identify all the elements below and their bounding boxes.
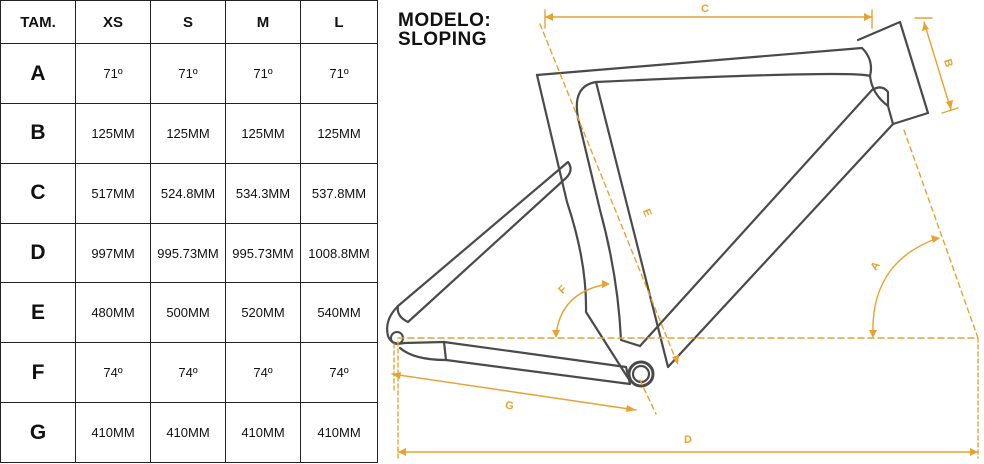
header-s: S [150, 0, 226, 45]
model-title-line1: MODELO: [398, 10, 492, 31]
header-xs: XS [75, 0, 151, 45]
table-cell: 540MM [300, 282, 378, 344]
table-row: G 410MM 410MM 410MM 410MM [0, 402, 378, 463]
table-cell: 74º [150, 342, 226, 404]
down-tube-lower [594, 80, 895, 369]
dimension-e-extension [639, 379, 657, 415]
bottom-bracket-inner [631, 364, 651, 384]
table-cell: 524.8MM [150, 162, 226, 224]
seat-stay [396, 160, 572, 324]
table-cell: 74º [75, 342, 151, 404]
table-cell: 500MM [150, 282, 226, 344]
table-cell: 125MM [75, 102, 151, 164]
dimension-b [923, 21, 952, 111]
row-label: A [0, 43, 76, 104]
table-cell: 125MM [225, 102, 301, 164]
label-c: C [701, 3, 709, 15]
arrow-e-bottom [672, 355, 679, 365]
arrow-d-right [970, 448, 978, 456]
head-angle-line [903, 129, 979, 339]
table-cell: 410MM [225, 402, 301, 463]
arrow-b-bottom [946, 100, 953, 110]
label-a: A [868, 260, 882, 273]
arrow-f-bottom [552, 330, 560, 338]
model-title-line2: SLOPING [398, 29, 488, 50]
seat-tube [535, 73, 630, 380]
header-l: L [300, 0, 378, 45]
arrow-d-left [398, 448, 406, 456]
arrow-c-right [864, 13, 872, 21]
arrow-g-left [392, 372, 401, 379]
table-cell: 410MM [150, 402, 226, 463]
table-cell: 410MM [300, 402, 378, 463]
row-label: E [0, 282, 76, 344]
chain-stay [398, 340, 632, 386]
label-f: F [556, 283, 569, 296]
table-cell: 71º [225, 43, 301, 104]
label-b: B [941, 58, 955, 69]
table-cell: 125MM [150, 102, 226, 164]
table-cell: 995.73MM [225, 222, 301, 284]
header-m: M [225, 0, 301, 45]
table-cell: 410MM [75, 402, 151, 463]
table-row: D 997MM 995.73MM 995.73MM 1008.8MM [0, 222, 378, 284]
label-g: G [504, 399, 514, 412]
header-size: TAM. [0, 0, 76, 45]
bottom-bracket [627, 360, 655, 388]
arrow-g-right [626, 405, 636, 412]
table-cell: 1008.8MM [300, 222, 378, 284]
dimension-b-tick [941, 107, 959, 114]
down-tube [638, 86, 890, 348]
chain-stay-joint [442, 340, 448, 362]
arrow-c-left [545, 13, 553, 21]
dimension-lines [391, 9, 979, 459]
table-row: E 480MM 500MM 520MM 540MM [0, 282, 378, 344]
arrow-a-bottom [869, 330, 877, 338]
dimension-g [391, 373, 637, 411]
label-d: D [684, 434, 692, 446]
angle-f-arc [555, 283, 609, 337]
table-cell: 125MM [300, 102, 378, 164]
row-label: C [0, 162, 76, 224]
geometry-size-table: TAM. XS S M L A 71º 71º 71º 71º B 125MM … [0, 0, 378, 463]
table-cell: 534.3MM [225, 162, 301, 224]
table-row: B 125MM 125MM 125MM 125MM [0, 102, 378, 164]
table-cell: 480MM [75, 282, 151, 344]
top-tube [535, 46, 873, 84]
frame-geometry-diagram: C B E A F G D [386, 3, 979, 459]
table-cell: 997MM [75, 222, 151, 284]
row-label: G [0, 402, 76, 463]
table-cell: 71º [75, 43, 151, 104]
table-cell: 71º [150, 43, 226, 104]
table-cell: 74º [225, 342, 301, 404]
bike-frame [386, 20, 930, 388]
table-cell: 71º [300, 43, 378, 104]
table-cell: 520MM [225, 282, 301, 344]
table-row: F 74º 74º 74º 74º [0, 342, 378, 404]
arrow-a-top [931, 235, 940, 243]
head-tube [856, 20, 930, 126]
model-title: MODELO: SLOPING [398, 11, 491, 49]
label-e: E [640, 207, 654, 218]
table-cell: 74º [300, 342, 378, 404]
arrow-f-top [602, 280, 610, 288]
arrow-b-top [922, 22, 929, 31]
seat-tube-inner [575, 80, 642, 348]
table-cell: 537.8MM [300, 162, 378, 224]
dimension-e [539, 23, 679, 366]
row-label: D [0, 222, 76, 284]
arrow-heads [392, 13, 978, 456]
angle-a-arc [872, 237, 939, 337]
table-row: A 71º 71º 71º 71º [0, 43, 378, 104]
table-row: C 517MM 524.8MM 534.3MM 537.8MM [0, 162, 378, 224]
row-label: B [0, 102, 76, 164]
row-label: F [0, 342, 76, 404]
table-cell: 517MM [75, 162, 151, 224]
table-header-row: TAM. XS S M L [0, 0, 378, 45]
table-cell: 995.73MM [150, 222, 226, 284]
